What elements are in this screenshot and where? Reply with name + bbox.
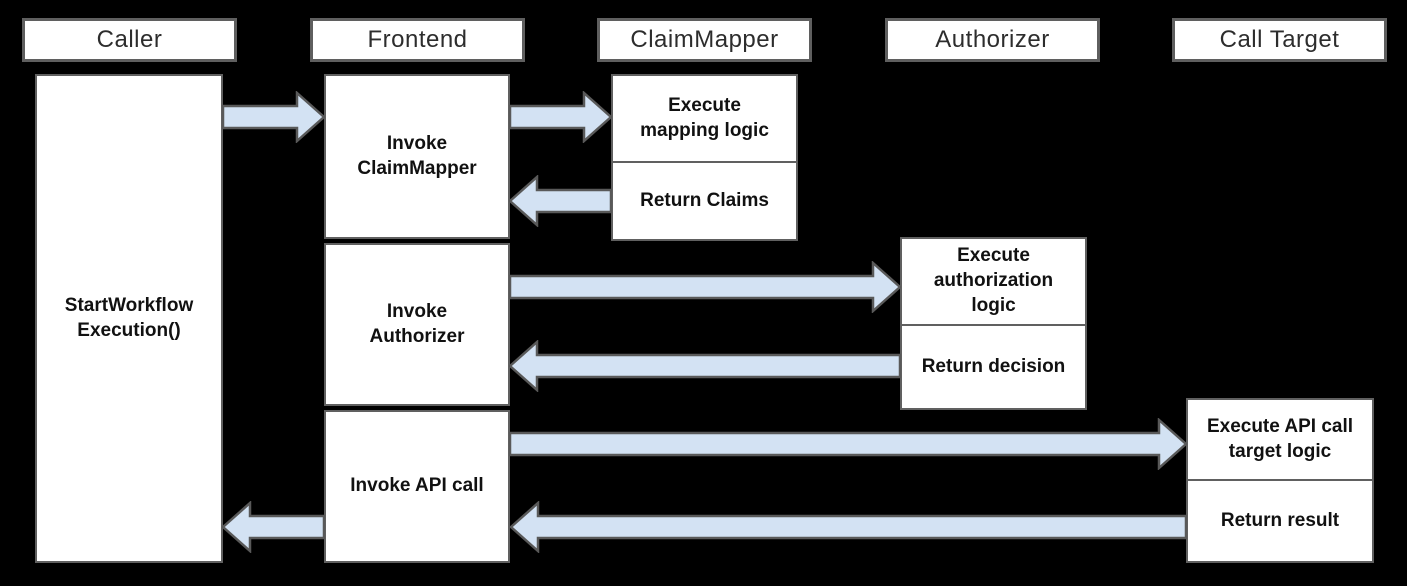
arrow-return-claims-icon (509, 175, 612, 227)
invoke-claim-mapper-label: Invoke ClaimMapper (357, 132, 477, 179)
actor-header-call-target: Call Target (1172, 18, 1387, 62)
arrow-invoke-authorizer-call-icon (509, 261, 901, 313)
call-target-activation-stack: Execute API call target logic Return res… (1186, 398, 1374, 563)
execute-api-call-target-logic-label: Execute API call target logic (1206, 415, 1354, 462)
arrow-return-to-caller-icon (222, 501, 325, 553)
actor-label-caller: Caller (96, 26, 163, 53)
frontend-invoke-authorizer-box: Invoke Authorizer (324, 243, 510, 406)
arrow-invoke-api-call-icon (509, 418, 1187, 470)
actor-label-call-target: Call Target (1219, 26, 1340, 53)
return-claims-box: Return Claims (613, 163, 796, 239)
actor-label-claim-mapper: ClaimMapper (630, 26, 779, 53)
execute-api-call-target-logic-box: Execute API call target logic (1188, 400, 1372, 481)
execute-mapping-logic-box: Execute mapping logic (613, 76, 796, 163)
return-claims-label: Return Claims (640, 189, 769, 211)
start-workflow-label: StartWorkflow Execution() (64, 294, 194, 341)
arrow-return-decision-icon (509, 340, 901, 392)
return-decision-label: Return decision (921, 355, 1066, 377)
execute-authorization-logic-label: Execute authorization logic (933, 245, 1054, 316)
invoke-api-call-label: Invoke API call (350, 475, 484, 497)
arrow-invoke-claim-mapper-call-icon (509, 91, 612, 143)
frontend-invoke-claim-mapper-box: Invoke ClaimMapper (324, 74, 510, 239)
claim-mapper-activation-stack: Execute mapping logic Return Claims (611, 74, 798, 241)
actor-label-frontend: Frontend (367, 26, 468, 53)
invoke-authorizer-label: Invoke Authorizer (369, 300, 465, 347)
actor-header-claim-mapper: ClaimMapper (597, 18, 812, 62)
caller-activation-box: StartWorkflow Execution() (35, 74, 223, 563)
execute-mapping-logic-label: Execute mapping logic (640, 94, 769, 141)
actor-header-frontend: Frontend (310, 18, 525, 62)
authorizer-activation-stack: Execute authorization logic Return decis… (900, 237, 1087, 410)
arrow-start-workflow-call-icon (222, 91, 325, 143)
frontend-invoke-api-call-box: Invoke API call (324, 410, 510, 563)
actor-header-caller: Caller (22, 18, 237, 62)
return-result-box: Return result (1188, 481, 1372, 561)
actor-label-authorizer: Authorizer (935, 26, 1050, 53)
return-result-label: Return result (1220, 509, 1340, 531)
return-decision-box: Return decision (902, 326, 1085, 408)
execute-authorization-logic-box: Execute authorization logic (902, 239, 1085, 326)
arrow-return-result-icon (510, 501, 1187, 553)
actor-header-authorizer: Authorizer (885, 18, 1100, 62)
